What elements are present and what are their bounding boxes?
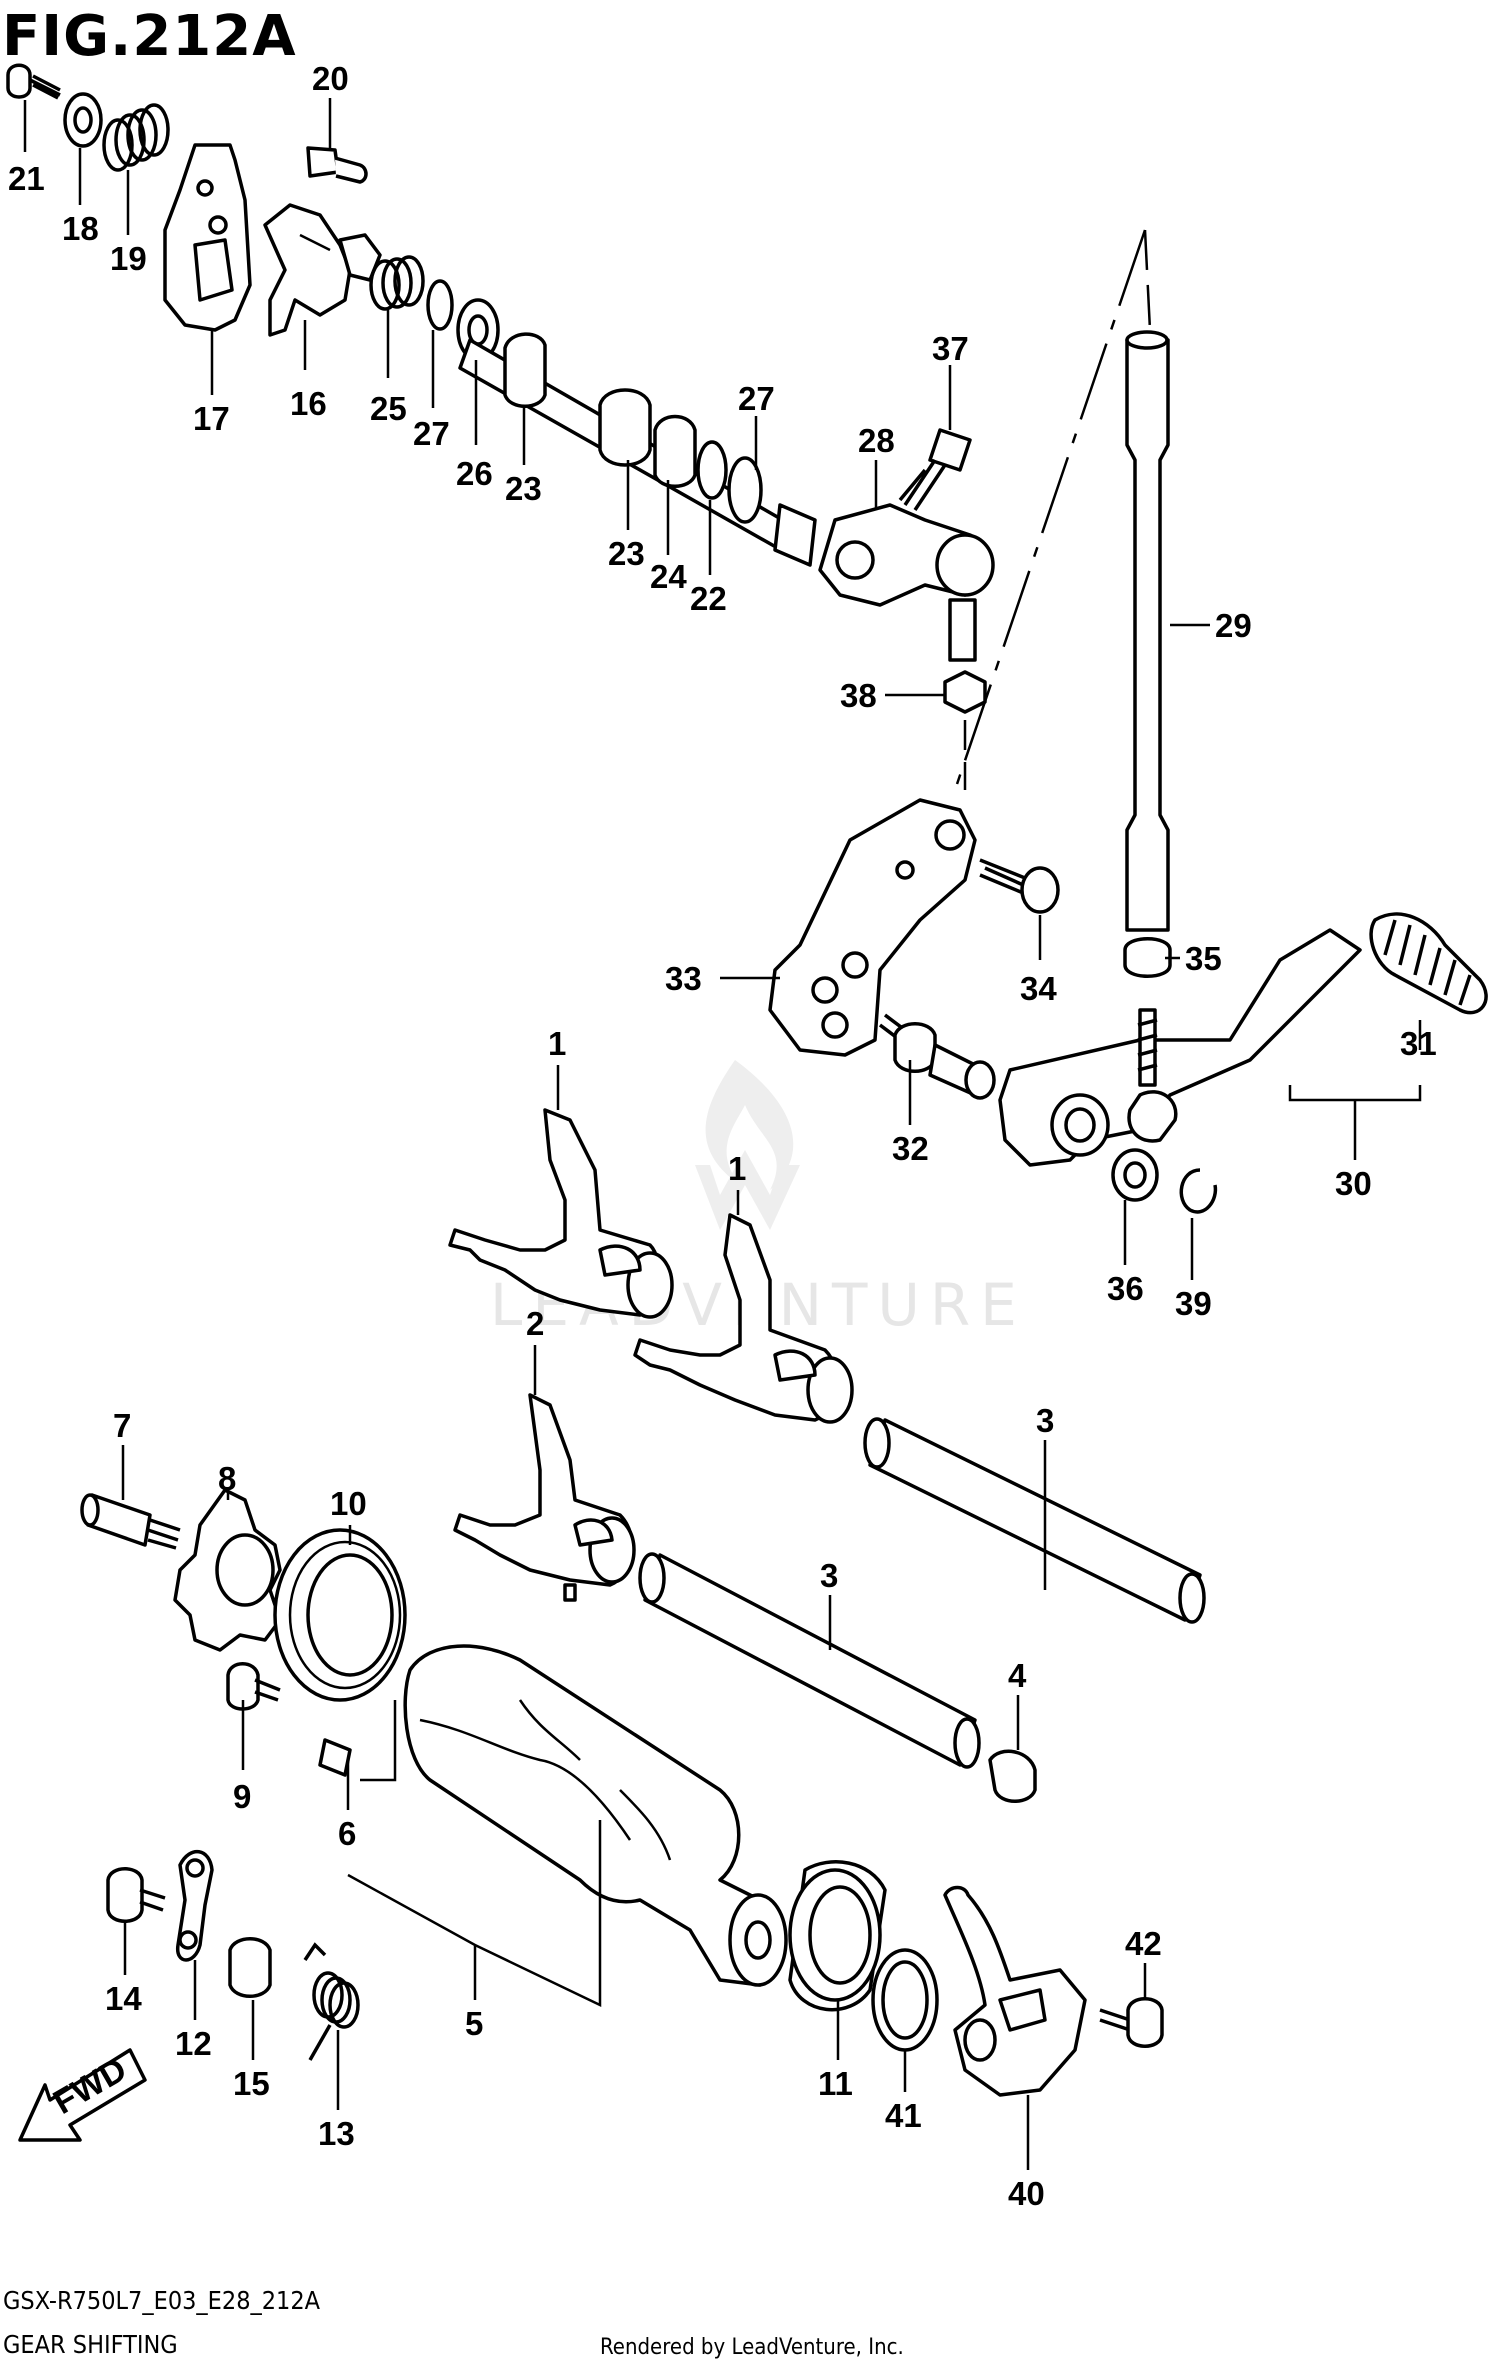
callout-15[interactable]: 15 — [233, 2065, 270, 2102]
part-29-shift-rod — [953, 229, 1170, 932]
part-40-gear-position-switch — [943, 1885, 1087, 2097]
callout-7[interactable]: 7 — [113, 1407, 131, 1444]
callout-20[interactable]: 20 — [312, 60, 349, 97]
figure-title: FIG.212A — [2, 4, 297, 69]
credit-text: Rendered by LeadVenture, Inc. — [600, 2335, 904, 2360]
part-25-spring — [369, 255, 425, 311]
part-38-nut — [943, 670, 987, 714]
callout-31[interactable]: 31 — [1400, 1025, 1437, 1062]
callout-23b[interactable]: 23 — [608, 535, 645, 572]
part-28-shift-lever — [818, 503, 995, 662]
callout-38[interactable]: 38 — [840, 677, 877, 714]
part-37-bolt — [898, 428, 972, 511]
callout-16[interactable]: 16 — [290, 385, 327, 422]
part-10-bearing — [273, 1528, 407, 1702]
part-13-spring — [303, 1942, 360, 2061]
callout-32[interactable]: 32 — [892, 1130, 929, 1167]
callout-17[interactable]: 17 — [193, 400, 230, 437]
leader-lines — [23, 98, 1422, 2170]
part-5-shift-drum — [403, 1644, 788, 1987]
callout-21[interactable]: 21 — [8, 160, 45, 197]
part-1-shift-fork-right — [633, 1213, 854, 1424]
callout-36[interactable]: 36 — [1107, 1270, 1144, 1307]
gearshift-shaft — [458, 332, 817, 567]
callout-28[interactable]: 28 — [858, 422, 895, 459]
part-16-shift-arm — [263, 203, 382, 337]
callout-29[interactable]: 29 — [1215, 607, 1252, 644]
callout-26[interactable]: 26 — [456, 455, 493, 492]
callout-10[interactable]: 10 — [330, 1485, 367, 1522]
callout-35[interactable]: 35 — [1185, 940, 1222, 977]
callout-27b[interactable]: 27 — [738, 380, 775, 417]
callout-8[interactable]: 8 — [218, 1460, 236, 1497]
part-11-needle-bearing — [788, 1860, 887, 2012]
callout-labels: 21 18 19 17 20 16 25 27 26 23 23 24 22 2… — [8, 60, 1437, 2212]
callout-27[interactable]: 27 — [413, 415, 450, 452]
part-21-screw — [6, 63, 61, 100]
callout-6[interactable]: 6 — [338, 1815, 356, 1852]
part-6-pin — [318, 1738, 352, 1777]
part-2-shift-fork — [453, 1393, 636, 1602]
part-39-circlip — [1179, 1168, 1218, 1214]
part-31-pedal-rubber — [1369, 912, 1488, 1015]
callout-1b[interactable]: 1 — [728, 1150, 746, 1187]
callout-5[interactable]: 5 — [465, 2005, 483, 2042]
callout-33[interactable]: 33 — [665, 960, 702, 997]
fwd-arrow: FWD — [18, 2048, 147, 2142]
part-34-bolt — [979, 858, 1060, 914]
part-32-pivot-bolt — [878, 1013, 996, 1100]
callout-39[interactable]: 39 — [1175, 1285, 1212, 1322]
part-35-nut — [1123, 937, 1172, 978]
callout-3b[interactable]: 3 — [820, 1557, 838, 1594]
part-33-bracket — [768, 798, 977, 1057]
callout-1[interactable]: 1 — [548, 1025, 566, 1062]
part-17-stopper-plate — [163, 143, 252, 332]
callout-11[interactable]: 11 — [818, 2065, 853, 2102]
callout-19[interactable]: 19 — [110, 240, 147, 277]
part-14-bolt — [106, 1867, 166, 1923]
part-20-bolt — [306, 146, 368, 184]
part-9-bolt — [226, 1662, 281, 1711]
part-42-bolt — [1099, 1997, 1164, 2048]
callout-42[interactable]: 42 — [1125, 1925, 1162, 1962]
callout-23[interactable]: 23 — [505, 470, 542, 507]
part-15-collar — [228, 1937, 272, 1998]
parts: FWD — [6, 63, 1488, 2142]
part-7-pin — [80, 1493, 181, 1550]
callout-24[interactable]: 24 — [650, 558, 687, 595]
part-12-plate — [176, 1849, 214, 1962]
callout-3[interactable]: 3 — [1036, 1402, 1054, 1439]
part-19-spring — [102, 103, 170, 172]
section-name: GEAR SHIFTING — [3, 2330, 178, 2359]
callout-37[interactable]: 37 — [932, 330, 969, 367]
callout-4[interactable]: 4 — [1008, 1657, 1027, 1694]
part-3-fork-shaft-lower — [638, 1552, 981, 1769]
callout-2[interactable]: 2 — [526, 1305, 544, 1342]
part-1-shift-fork-left — [448, 1108, 674, 1319]
part-4-cap — [988, 1749, 1037, 1803]
callout-30[interactable]: 30 — [1335, 1165, 1372, 1202]
callout-41[interactable]: 41 — [885, 2097, 922, 2134]
callout-14[interactable]: 14 — [105, 1980, 142, 2017]
callout-34[interactable]: 34 — [1020, 970, 1057, 1007]
callout-12[interactable]: 12 — [175, 2025, 212, 2062]
model-code: GSX-R750L7_E03_E28_212A — [3, 2286, 321, 2315]
callout-18[interactable]: 18 — [62, 210, 99, 247]
callout-9[interactable]: 9 — [233, 1778, 251, 1815]
part-8-cam-stopper — [173, 1488, 282, 1652]
callout-40[interactable]: 40 — [1008, 2175, 1045, 2212]
part-3-fork-shaft-upper — [863, 1417, 1206, 1624]
callout-25[interactable]: 25 — [370, 390, 407, 427]
part-30-shift-pedal — [998, 928, 1362, 1167]
callout-13[interactable]: 13 — [318, 2115, 355, 2152]
part-27-washer-upper — [426, 279, 454, 331]
callout-22[interactable]: 22 — [690, 580, 727, 617]
